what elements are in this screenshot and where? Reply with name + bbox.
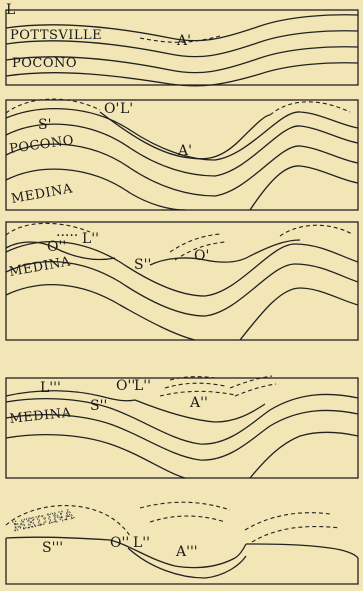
formation-label: MEDINA bbox=[8, 254, 72, 280]
formation-label: MEDINA bbox=[9, 406, 72, 427]
point-label: O' bbox=[194, 248, 209, 264]
point-label: O' bbox=[104, 101, 119, 117]
panel-4-stratum bbox=[6, 435, 185, 478]
panel-1: L POTTSVILLE POCONO A' bbox=[6, 2, 358, 86]
panel-3-stratum bbox=[240, 288, 358, 340]
label-L: L bbox=[6, 2, 15, 18]
formation-label: MEDINA bbox=[10, 181, 74, 207]
point-label: L' bbox=[120, 101, 133, 117]
panel-3-erosion-surface bbox=[150, 240, 300, 265]
label-dots: ..... bbox=[56, 224, 78, 240]
panel-2-stratum bbox=[250, 166, 358, 210]
panel-3: O'' L'' S'' O' MEDINA ..... bbox=[6, 222, 358, 340]
point-label: A' bbox=[176, 33, 191, 49]
point-label: S'' bbox=[134, 257, 151, 273]
point-label: S'' bbox=[90, 398, 107, 414]
formation-label: POCONO bbox=[8, 133, 75, 157]
point-label: A' bbox=[177, 143, 192, 159]
panel-5-eroded-surface bbox=[252, 527, 340, 542]
formation-label-eroded: MEDINA bbox=[12, 507, 76, 535]
point-label: S''' bbox=[42, 540, 63, 556]
point-label: L'' bbox=[82, 231, 99, 247]
point-label: L'' bbox=[134, 378, 151, 394]
panel-2: O' L' S' A' POCONO MEDINA bbox=[6, 99, 358, 210]
formation-label: POTTSVILLE bbox=[10, 28, 102, 43]
panel-5-eroded-surface bbox=[245, 513, 330, 530]
point-label: A''' bbox=[175, 544, 198, 560]
panel-5-eroded-surface bbox=[150, 516, 225, 522]
panel-5-eroded-surface bbox=[140, 502, 230, 510]
panel-4: L''' S'' O'' L'' A'' MEDINA bbox=[6, 376, 358, 478]
panel-3-stratum bbox=[6, 285, 195, 340]
point-label: L''' bbox=[40, 380, 61, 396]
formation-label: POCONO bbox=[12, 56, 77, 71]
panel-3-eroded-surface bbox=[280, 225, 352, 236]
panel-4-eroded-surface bbox=[235, 384, 276, 396]
point-label: O'' bbox=[47, 239, 66, 255]
point-label: O'' bbox=[110, 535, 129, 551]
panel-2-eroded-surface bbox=[6, 99, 100, 113]
panel-5-stratum bbox=[246, 544, 358, 558]
point-label: O'' bbox=[116, 378, 135, 394]
point-label: L'' bbox=[133, 535, 150, 551]
panel-4-eroded-surface bbox=[165, 383, 225, 388]
panel-4-stratum bbox=[250, 432, 358, 478]
panel-5: S''' O'' L'' A''' MEDINA bbox=[6, 502, 358, 584]
point-label: S' bbox=[38, 117, 51, 133]
point-label: A'' bbox=[189, 395, 208, 411]
